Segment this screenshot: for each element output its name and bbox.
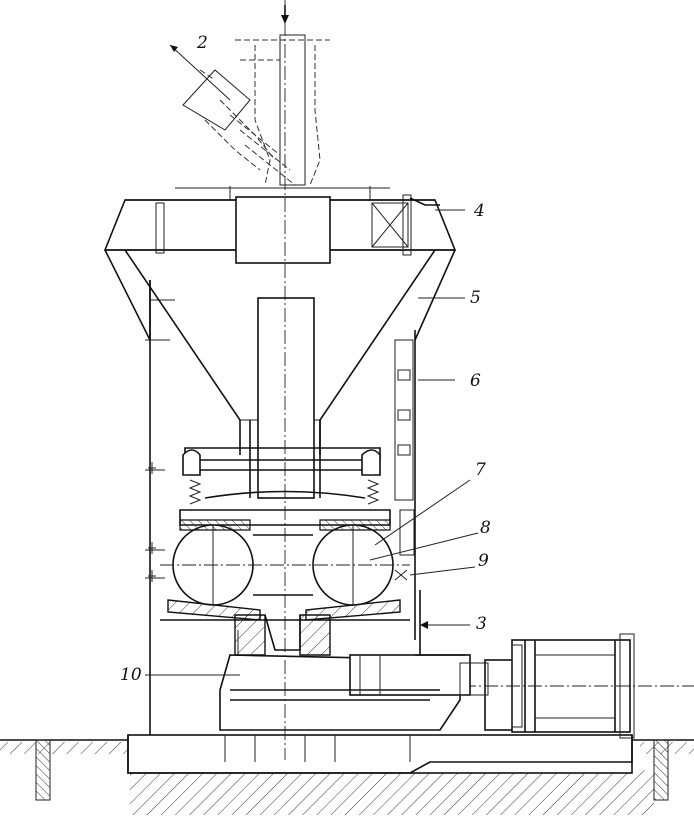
grinding-ring — [160, 519, 410, 656]
grinding-balls — [160, 524, 410, 606]
callout-7: 7 — [475, 460, 486, 480]
separator-housing — [103, 186, 457, 341]
drive-motor — [440, 633, 694, 739]
callout-10: 10 — [120, 665, 142, 685]
callout-6: 6 — [470, 371, 481, 391]
callout-5: 5 — [470, 288, 481, 308]
callout-4: 4 — [474, 201, 485, 221]
inlet-chute — [182, 34, 330, 186]
callout-9: 9 — [478, 551, 489, 571]
bolt-marks — [148, 462, 408, 582]
mill-casing — [145, 280, 416, 735]
leader-lines — [145, 44, 479, 676]
side-column — [394, 339, 465, 656]
callout-8: 8 — [480, 518, 491, 538]
foundation — [0, 734, 694, 815]
gearbox — [219, 630, 489, 731]
callout-3: 3 — [476, 614, 487, 634]
central-pipe — [249, 0, 321, 760]
callout-2: 2 — [197, 33, 208, 53]
